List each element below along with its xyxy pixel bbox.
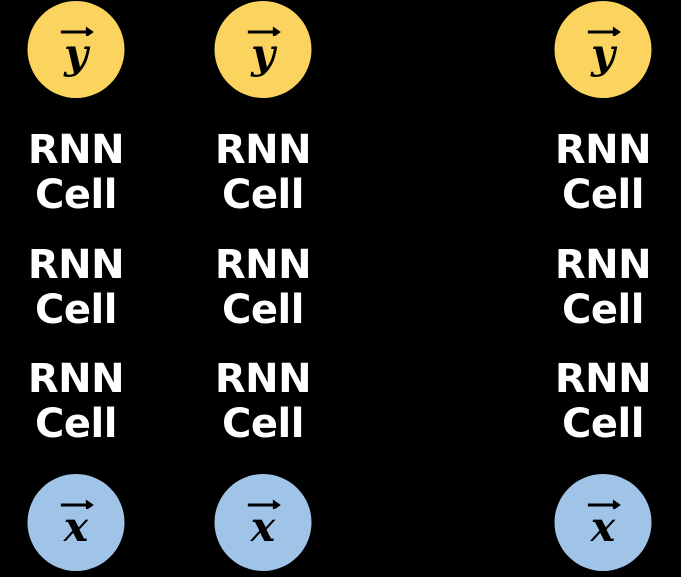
input-node-column-3[interactable]: x	[554, 474, 652, 571]
rnn-cell-3-2[interactable]: RNN Cell	[528, 243, 678, 333]
vector-y-glyph: y	[248, 25, 282, 78]
output-node-column-2[interactable]: y	[214, 1, 312, 98]
vector-x-glyph: x	[588, 498, 622, 551]
rnn-column-3: y RNN Cell RNN Cell RNN Cell x	[528, 0, 678, 577]
rnn-cell-line-1: RNN	[214, 127, 312, 173]
rnn-cell-line-1: RNN	[27, 242, 125, 288]
rnn-cell-line-2: Cell	[562, 401, 644, 447]
rnn-cell-1-2[interactable]: RNN Cell	[1, 243, 151, 333]
input-node-column-2[interactable]: x	[214, 474, 312, 571]
rnn-cell-line-1: RNN	[554, 242, 652, 288]
rnn-cell-line-2: Cell	[562, 287, 644, 333]
input-node-column-1[interactable]: x	[27, 474, 125, 571]
rnn-cell-line-1: RNN	[27, 127, 125, 173]
rnn-cell-2-2[interactable]: RNN Cell	[188, 243, 338, 333]
rnn-cell-line-2: Cell	[35, 287, 117, 333]
input-node-label-column-3: x	[590, 502, 616, 551]
rnn-cell-line-2: Cell	[35, 401, 117, 447]
rnn-cell-2-3[interactable]: RNN Cell	[188, 357, 338, 447]
rnn-cell-line-2: Cell	[562, 172, 644, 218]
rnn-cell-line-2: Cell	[222, 401, 304, 447]
rnn-column-1: y RNN Cell RNN Cell RNN Cell x	[1, 0, 151, 577]
output-node-column-3[interactable]: y	[554, 1, 652, 98]
rnn-cell-2-1[interactable]: RNN Cell	[188, 128, 338, 218]
rnn-cell-line-2: Cell	[222, 287, 304, 333]
rnn-cell-line-2: Cell	[35, 172, 117, 218]
rnn-cell-line-1: RNN	[27, 356, 125, 402]
vector-x-glyph: x	[61, 498, 95, 551]
rnn-cell-line-1: RNN	[214, 356, 312, 402]
rnn-cell-line-1: RNN	[554, 127, 652, 173]
rnn-cell-line-1: RNN	[554, 356, 652, 402]
vector-y-glyph: y	[588, 25, 622, 78]
rnn-cell-1-1[interactable]: RNN Cell	[1, 128, 151, 218]
vector-y-glyph: y	[61, 25, 95, 78]
output-node-label-column-3: y	[591, 29, 615, 78]
input-node-label-column-1: x	[63, 502, 89, 551]
output-node-label-column-1: y	[64, 29, 88, 78]
rnn-cell-line-2: Cell	[222, 172, 304, 218]
input-node-label-column-2: x	[250, 502, 276, 551]
output-node-label-column-2: y	[251, 29, 275, 78]
vector-x-glyph: x	[248, 498, 282, 551]
output-node-column-1[interactable]: y	[27, 1, 125, 98]
rnn-cell-3-3[interactable]: RNN Cell	[528, 357, 678, 447]
rnn-cell-1-3[interactable]: RNN Cell	[1, 357, 151, 447]
rnn-cell-line-1: RNN	[214, 242, 312, 288]
rnn-column-2: y RNN Cell RNN Cell RNN Cell x	[188, 0, 338, 577]
rnn-cell-3-1[interactable]: RNN Cell	[528, 128, 678, 218]
